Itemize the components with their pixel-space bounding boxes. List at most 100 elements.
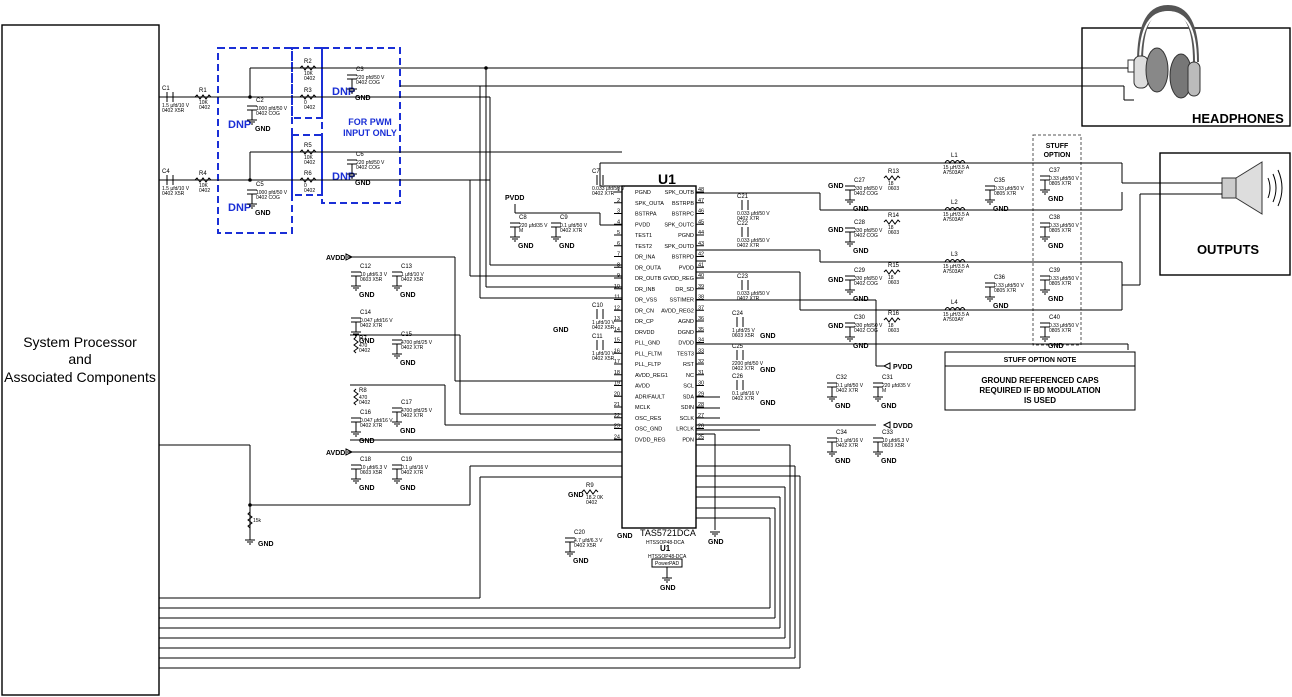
ref-c8: C8: [519, 215, 527, 221]
gnd-c12: GND: [359, 292, 375, 299]
ref-l2: L2: [951, 200, 958, 206]
gnd-c6: GND: [355, 180, 371, 187]
gnd-c32: GND: [835, 403, 851, 410]
value2-c27: 0402 COG: [854, 191, 878, 197]
ref-c32: C32: [836, 375, 848, 381]
value1-c36: 0.33 µfd/50 V: [994, 283, 1025, 289]
pin-number-34: 34: [698, 338, 704, 344]
value2-r13: 0603: [888, 186, 899, 192]
pin-number-42: 42: [698, 252, 704, 258]
pin-name-8: DR_OUTA: [635, 265, 661, 271]
value1-c1: 1.5 µfd/10 V: [162, 103, 190, 109]
value1-r5: 10K: [304, 155, 314, 161]
pin-name-7: DR_INA: [635, 255, 656, 261]
value1-c35: 0.33 µfd/50 V: [994, 186, 1025, 192]
ref-c10: C10: [592, 303, 604, 309]
value1-c31: 220 µfd/35 V: [882, 383, 911, 389]
gnd-extra-9: GND: [568, 492, 584, 499]
value2-c18: 0603 X5R: [360, 470, 383, 476]
pin-name-47: BSTRPB: [672, 201, 694, 207]
pin-name-35: DGND: [678, 330, 694, 336]
ic-package-2: HTSSOP48-DCA: [648, 554, 687, 560]
value1-c25: 2200 pfd/50 V: [732, 361, 764, 367]
value1-l3: 15 µH/3.5 A: [943, 264, 970, 270]
dnp-box-r5r6: [291, 134, 323, 196]
dvdd-label: DVDD: [893, 423, 913, 430]
value1-c34: 0.1 µfd/16 V: [836, 438, 864, 444]
pin-number-2: 2: [617, 198, 620, 204]
value2-c3: 0402 COG: [356, 80, 380, 86]
pin-name-37: AVDD_REG2: [661, 308, 694, 314]
gnd-c9: GND: [559, 243, 575, 250]
value2-l1: A7503AY: [943, 170, 964, 176]
value2-r5: 0402: [304, 160, 315, 166]
ref-c35: C35: [994, 178, 1006, 184]
value1-c29: 330 pfd/50 V: [854, 276, 883, 282]
value2-c30: 0402 COG: [854, 328, 878, 334]
dnp-box-left: [217, 47, 293, 234]
gnd-extra-4: GND: [828, 183, 844, 190]
pin-name-12: DR_CN: [635, 308, 654, 314]
gnd-c27: GND: [853, 206, 869, 213]
dnp-label-c2: DNP: [228, 119, 251, 131]
ref-c6: C6: [356, 152, 364, 158]
value1-l4: 15 µH/3.5 A: [943, 312, 970, 318]
value1-l2: 15 µH/3.5 A: [943, 212, 970, 218]
value2-c40: 0805 X7R: [1049, 328, 1072, 334]
ref-c14: C14: [360, 310, 372, 316]
value2-c38: 0805 X7R: [1049, 228, 1072, 234]
value2-r6: 0402: [304, 188, 315, 194]
ref-c15: C15: [401, 332, 413, 338]
pin-number-20: 20: [614, 391, 620, 397]
value1-r15: 18: [888, 275, 894, 281]
gnd-c33: GND: [881, 458, 897, 465]
pin-name-23: OSC_GND: [635, 427, 662, 433]
pin-name-22: OSC_RES: [635, 416, 662, 422]
value2-c9: 0402 X7R: [560, 228, 583, 234]
pin-number-35: 35: [698, 327, 704, 333]
pin-number-25: 25: [698, 434, 704, 440]
ref-r6: R6: [304, 171, 312, 177]
pin-name-15: PLL_GND: [635, 341, 660, 347]
ref-c21: C21: [737, 194, 749, 200]
ref-r9: R9: [586, 483, 594, 489]
wires-output: [599, 162, 1222, 350]
pin-number-1: 1: [617, 187, 620, 193]
gnd-c13: GND: [400, 292, 416, 299]
pin-number-27: 27: [698, 413, 704, 419]
value2-c6: 0402 COG: [356, 165, 380, 171]
value2-c24: 0603 X5R: [732, 333, 755, 339]
value1-c32: 0.1 µfd/50 V: [836, 383, 864, 389]
gnd-extra-5: GND: [828, 227, 844, 234]
value2-c22: 0402 X7R: [737, 243, 760, 249]
value2-r14: 0603: [888, 230, 899, 236]
pin-name-17: PLL_FLTP: [635, 362, 661, 368]
ref-c9: C9: [560, 215, 568, 221]
gnd-extra-3: GND: [760, 400, 776, 407]
ref-c12: C12: [360, 264, 372, 270]
pin-name-25: PDN: [682, 437, 694, 443]
value1-c5: 1000 pfd/50 V: [256, 190, 288, 196]
component-r15k: 15k: [247, 511, 262, 529]
pin-number-6: 6: [617, 241, 620, 247]
value1-c6: 220 pfd/50 V: [356, 160, 385, 166]
ref-c38: C38: [1049, 215, 1061, 221]
pin-number-33: 33: [698, 348, 704, 354]
pin-number-5: 5: [617, 230, 620, 236]
value1-c19: 0.1 µfd/16 V: [401, 465, 429, 471]
